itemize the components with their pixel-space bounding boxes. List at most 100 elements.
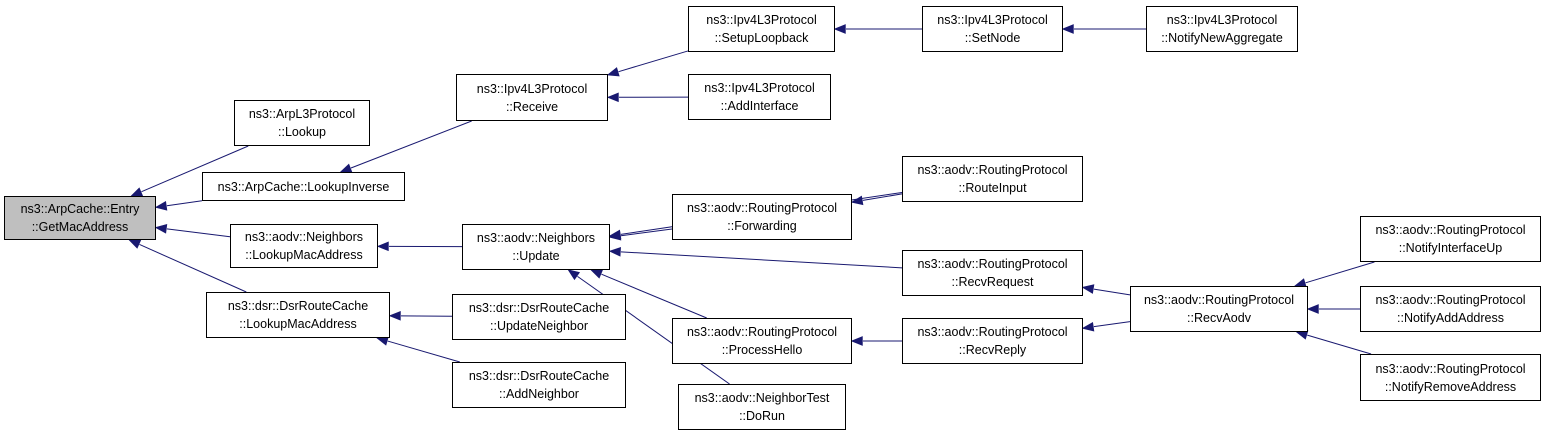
node-line: ::LookupMacAddress — [245, 248, 363, 262]
node-line: ::LookupMacAddress — [239, 317, 357, 331]
node-dsr-updateneighbor[interactable]: ns3::dsr::DsrRouteCache ::UpdateNeighbor — [452, 294, 626, 340]
node-line: ::SetupLoopback — [714, 31, 809, 45]
node-aodv-lookupmac[interactable]: ns3::aodv::Neighbors ::LookupMacAddress — [230, 224, 378, 268]
node-aodv-notifyinterfaceup[interactable]: ns3::aodv::RoutingProtocol ::NotifyInter… — [1360, 216, 1541, 262]
node-line: ::ProcessHello — [721, 343, 803, 357]
edge-aodv_processhello-to-aodv_update — [601, 273, 707, 319]
node-line: ns3::aodv::RoutingProtocol — [686, 325, 838, 339]
node-ipv4-setuploopback[interactable]: ns3::Ipv4L3Protocol ::SetupLoopback — [688, 6, 835, 52]
node-aodv-recvrequest[interactable]: ns3::aodv::RoutingProtocol ::RecvRequest — [902, 250, 1083, 296]
node-ipv4-receive[interactable]: ns3::Ipv4L3Protocol ::Receive — [456, 74, 608, 121]
node-aodv-notifyaddaddress[interactable]: ns3::aodv::RoutingProtocol ::NotifyAddAd… — [1360, 286, 1541, 332]
node-line: ns3::Ipv4L3Protocol — [1166, 13, 1278, 27]
node-line: ::AddInterface — [720, 99, 799, 113]
node-aodv-notifyremoveaddress[interactable]: ns3::aodv::RoutingProtocol ::NotifyRemov… — [1360, 354, 1541, 401]
node-line: ::NotifyNewAggregate — [1161, 31, 1283, 45]
edge-arrowhead — [339, 163, 353, 173]
edge-arrowhead — [154, 224, 168, 234]
edge-arrowhead — [1081, 284, 1095, 294]
node-line: ::GetMacAddress — [31, 220, 129, 234]
edge-aodv_notifyinterfaceup-to-aodv_recvaodv — [1305, 261, 1375, 284]
node-aodv-routeinput[interactable]: ns3::aodv::RoutingProtocol ::RouteInput — [902, 156, 1083, 202]
node-dsr-lookupmac[interactable]: ns3::dsr::DsrRouteCache ::LookupMacAddre… — [206, 292, 390, 338]
edge-arp_lookupinverse-to-root — [166, 200, 203, 207]
node-line: ns3::aodv::RoutingProtocol — [917, 163, 1068, 177]
node-ipv4-setnode[interactable]: ns3::Ipv4L3Protocol ::SetNode — [922, 6, 1063, 52]
edge-aodv_recvaodv-to-aodv_recvrequest — [1093, 288, 1131, 296]
node-line: ns3::Ipv4L3Protocol — [937, 13, 1048, 27]
node-line: ::SetNode — [964, 31, 1021, 45]
edge-aodv_notifyremoveaddress-to-aodv_recvaodv — [1307, 334, 1372, 355]
node-line: ::RecvRequest — [951, 275, 1034, 289]
node-dsr-addneighbor[interactable]: ns3::dsr::DsrRouteCache ::AddNeighbor — [452, 362, 626, 408]
edge-arrowhead — [850, 195, 864, 206]
node-arp-lookupinverse[interactable]: ns3::ArpCache::LookupInverse — [202, 172, 405, 201]
edge-arrowhead — [567, 269, 581, 281]
edge-arrowhead — [606, 92, 619, 103]
node-line: ::Update — [512, 249, 560, 263]
edge-aodv_forwarding-to-aodv_update — [620, 228, 673, 237]
node-line: ns3::Ipv4L3Protocol — [476, 81, 588, 96]
node-line: ns3::aodv::RoutingProtocol — [686, 201, 838, 215]
node-line: ::Forwarding — [727, 219, 797, 233]
node-line: ::NotifyAddAddress — [1397, 311, 1504, 325]
edge-arrowhead — [608, 247, 621, 257]
node-line: ns3::dsr::DsrRouteCache — [468, 301, 610, 315]
edge-arrowhead — [128, 239, 142, 249]
node-root: ns3::ArpCache::Entry ::GetMacAddress — [4, 196, 156, 240]
edge-ipv4_receive-to-arp_lookupinverse — [350, 120, 472, 169]
edge-arrowhead — [130, 187, 144, 197]
node-line: ns3::ArpL3Protocol — [248, 107, 356, 121]
node-line: ns3::aodv::RoutingProtocol — [917, 325, 1068, 339]
edge-dsr_addneighbor-to-dsr_lookupmac — [387, 340, 460, 363]
node-aodv-recvreply[interactable]: ns3::aodv::RoutingProtocol ::RecvReply — [902, 318, 1083, 364]
node-line: ::RecvAodv — [1187, 311, 1251, 325]
node-line: ::NotifyInterfaceUp — [1398, 241, 1503, 255]
node-line: ns3::aodv::RoutingProtocol — [1375, 293, 1526, 307]
node-line: ns3::aodv::RoutingProtocol — [1375, 223, 1526, 237]
edge-arrowhead — [1081, 321, 1095, 332]
edge-aodv_recvaodv-to-aodv_recvreply — [1093, 321, 1131, 328]
node-aodv-update[interactable]: ns3::aodv::Neighbors ::Update — [462, 224, 610, 270]
edge-arrowhead — [833, 24, 846, 34]
edge-arrowhead — [850, 336, 863, 346]
node-line: ns3::Ipv4L3Protocol — [706, 13, 817, 27]
edge-arrowhead — [608, 230, 622, 241]
node-line: ns3::aodv::NeighborTest — [694, 391, 830, 405]
edge-arrowhead — [1306, 304, 1319, 314]
node-ipv4-addinterface[interactable]: ns3::Ipv4L3Protocol ::AddInterface — [688, 74, 831, 120]
node-aodv-recvaodv[interactable]: ns3::aodv::RoutingProtocol ::RecvAodv — [1130, 286, 1308, 332]
edge-arrowhead — [375, 336, 389, 346]
edge-arrowhead — [1061, 24, 1074, 34]
edge-arp_lookup-to-root — [141, 145, 249, 193]
edge-arrowhead — [376, 241, 389, 252]
edge-arrowhead — [388, 311, 401, 321]
node-line: ns3::aodv::RoutingProtocol — [917, 257, 1068, 271]
node-aodv-processhello[interactable]: ns3::aodv::RoutingProtocol ::ProcessHell… — [672, 318, 852, 364]
node-line: ns3::ArpCache::LookupInverse — [217, 179, 390, 194]
node-line: ::RouteInput — [958, 181, 1027, 195]
node-line: ::Receive — [505, 99, 559, 114]
node-line: ns3::aodv::RoutingProtocol — [1143, 293, 1295, 307]
edge-aodv_lookupmac-to-root — [166, 228, 231, 238]
node-aodv-forwarding[interactable]: ns3::aodv::RoutingProtocol ::Forwarding — [672, 194, 852, 240]
node-line: ::UpdateNeighbor — [490, 319, 588, 333]
edge-ipv4_setuploopback-to-ipv4_receive — [618, 50, 689, 73]
edge-arrowhead — [606, 67, 620, 77]
edge-aodv_routeinput-to-aodv_forwarding — [862, 193, 903, 201]
edge-arrowhead — [1295, 330, 1309, 340]
node-ipv4-notifynewaggregate[interactable]: ns3::Ipv4L3Protocol ::NotifyNewAggregate — [1146, 6, 1298, 52]
node-line: ::NotifyRemoveAddress — [1384, 379, 1517, 394]
node-aodv-neighbortest[interactable]: ns3::aodv::NeighborTest ::DoRun — [678, 384, 846, 430]
node-line: ns3::Ipv4L3Protocol — [704, 81, 815, 95]
node-line: ns3::dsr::DsrRouteCache — [227, 299, 369, 313]
node-line: ns3::aodv::Neighbors — [476, 231, 596, 245]
node-line: ns3::ArpCache::Entry — [20, 202, 140, 216]
edge-aodv_recvrequest-to-aodv_update — [620, 251, 903, 269]
node-arp-lookup[interactable]: ns3::ArpL3Protocol ::Lookup — [234, 100, 370, 146]
node-line: ns3::aodv::Neighbors — [244, 230, 364, 244]
edge-arrowhead — [154, 201, 168, 211]
node-line: ::Lookup — [278, 125, 326, 139]
